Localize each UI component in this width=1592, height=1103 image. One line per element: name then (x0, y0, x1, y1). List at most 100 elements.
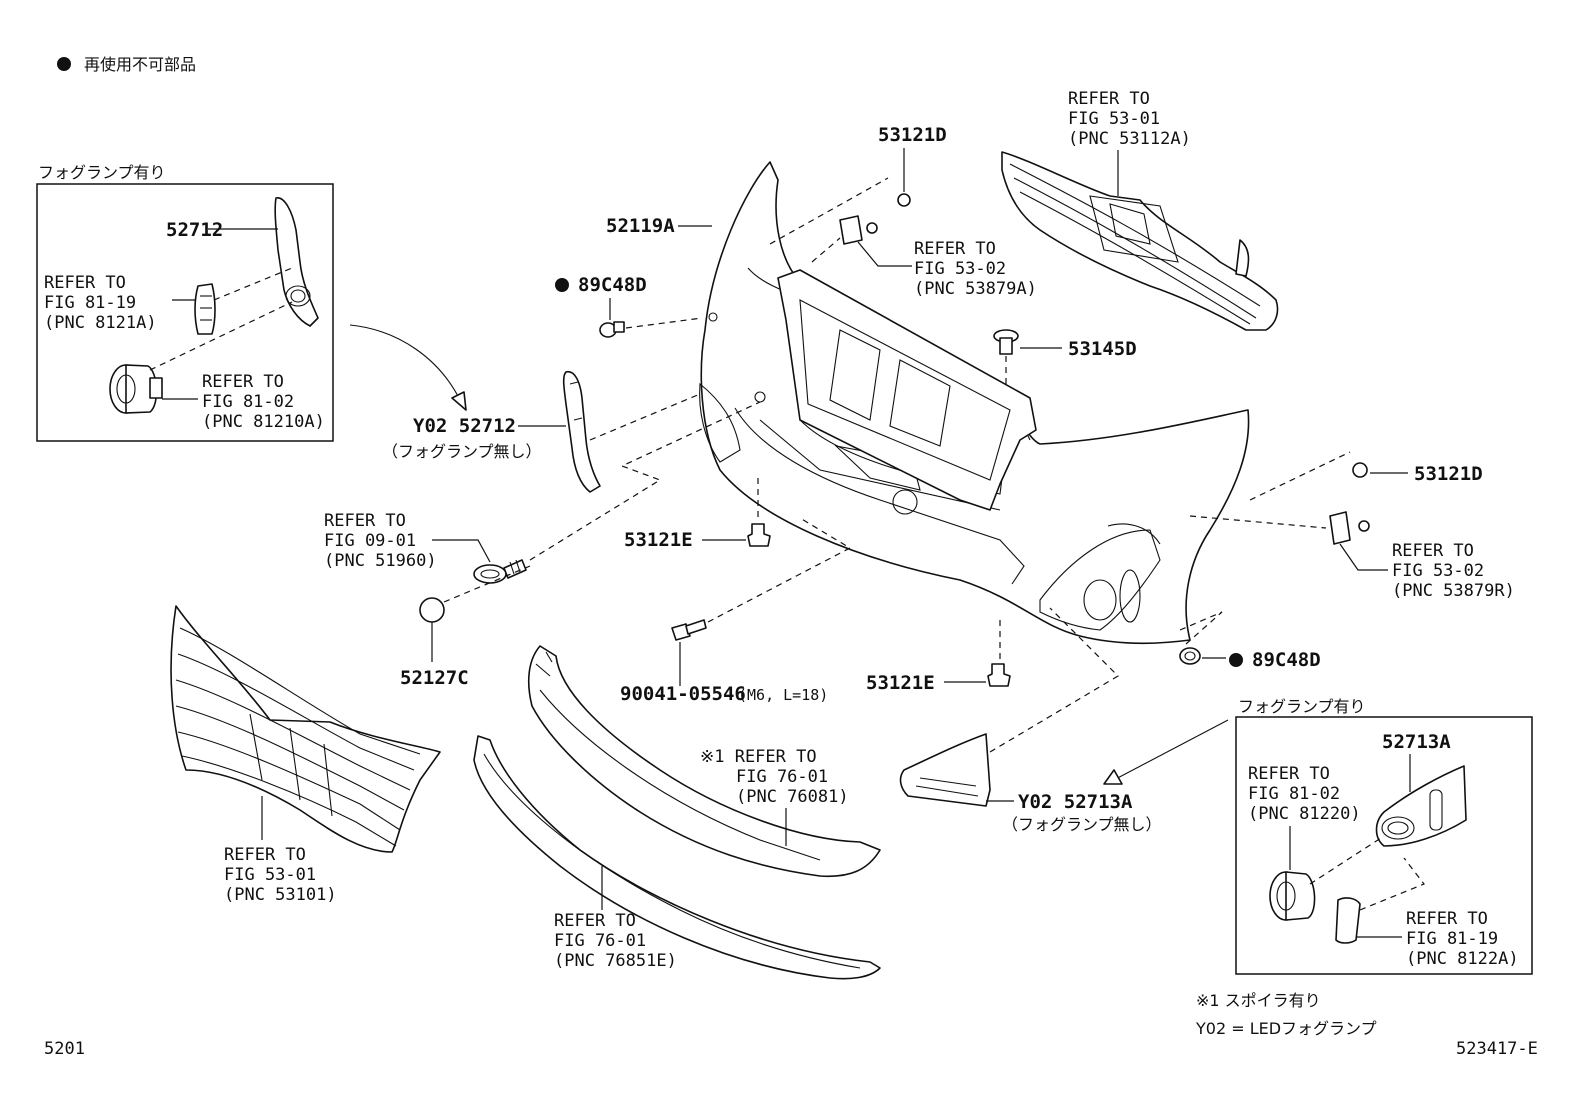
fog-cover-no-fog-left-part (562, 371, 601, 493)
svg-text:(PNC 51960): (PNC 51960) (324, 551, 437, 571)
svg-text:(PNC 53101): (PNC 53101) (224, 885, 337, 905)
bracket-53879r-part (1329, 511, 1370, 545)
svg-text:(PNC 76081): (PNC 76081) (736, 787, 849, 807)
screw-53145d (993, 329, 1019, 355)
svg-text:REFER TO: REFER TO (324, 511, 406, 531)
fog-lamp-left-part (109, 364, 163, 414)
cap-52127c (419, 597, 445, 623)
svg-text:FIG 81-19: FIG 81-19 (44, 293, 136, 313)
svg-text:FIG 09-01: FIG 09-01 (324, 531, 416, 551)
clip-89c48d-top (599, 321, 625, 338)
front-spoiler-part (527, 645, 881, 878)
svg-text:FIG 53-02: FIG 53-02 (914, 259, 1006, 279)
label-53121e-low: 53121E (866, 672, 935, 694)
note-y02: Y02 = LEDフォグランプ (1195, 1019, 1377, 1038)
label-y02-52713a: Y02 52713A (1018, 791, 1133, 813)
svg-text:REFER TO: REFER TO (202, 372, 284, 392)
ref-fig81-19-left: REFER TO FIG 81-19 (PNC 8121A) (44, 273, 157, 333)
ref-fig81-02-left: REFER TO FIG 81-02 (PNC 81210A) (202, 372, 325, 432)
label-bolt-spec: (M6, L=18) (738, 686, 828, 704)
bumper-retainer-part (777, 269, 1037, 511)
fog-cover-left-part (274, 197, 319, 327)
ref-fig76-01-lower: REFER TO FIG 76-01 (PNC 76851E) (554, 911, 677, 971)
label-52119a: 52119A (606, 215, 675, 237)
fog-cover-no-fog-right-part (899, 733, 991, 807)
upper-grille-part (1001, 151, 1279, 331)
bolt-90041-05546 (671, 619, 707, 641)
left-fog-inset-box (36, 183, 334, 442)
clip-53121e-mid (747, 523, 771, 547)
ref-fig81-02-right: REFER TO FIG 81-02 (PNC 81220) (1248, 764, 1361, 824)
svg-text:REFER TO: REFER TO (224, 845, 306, 865)
ref-fig53-02-a: REFER TO FIG 53-02 (PNC 53879A) (914, 239, 1037, 299)
svg-text:FIG 53-02: FIG 53-02 (1392, 561, 1484, 581)
svg-text:(PNC 53879R): (PNC 53879R) (1392, 581, 1515, 601)
svg-text:FIG 76-01: FIG 76-01 (736, 767, 828, 787)
left-box-title: フォグランプ有り (38, 163, 166, 182)
svg-text:FIG 81-02: FIG 81-02 (1248, 784, 1340, 804)
svg-text:REFER TO: REFER TO (1248, 764, 1330, 784)
svg-text:FIG 53-01: FIG 53-01 (224, 865, 316, 885)
svg-text:※1 REFER TO: ※1 REFER TO (700, 747, 817, 767)
svg-text:FIG 81-19: FIG 81-19 (1406, 929, 1498, 949)
led-lamp-left-part (194, 283, 216, 335)
svg-text:(PNC 8121A): (PNC 8121A) (44, 313, 157, 333)
clip-89c48d-right (1179, 647, 1201, 665)
right-fog-inset-box (1235, 716, 1533, 975)
label-52713a: 52713A (1382, 731, 1451, 753)
svg-text:REFER TO: REFER TO (1406, 909, 1488, 929)
label-52712: 52712 (166, 219, 223, 241)
svg-text:REFER TO: REFER TO (1392, 541, 1474, 561)
svg-text:REFER TO: REFER TO (554, 911, 636, 931)
label-53121e-mid: 53121E (624, 529, 693, 551)
clip-53121d-top (897, 193, 911, 207)
bracket-53879a-part (839, 215, 878, 245)
ref-fig09-01: REFER TO FIG 09-01 (PNC 51960) (324, 511, 437, 571)
label-bolt: 90041-05546 (620, 683, 746, 705)
label-53145d: 53145D (1068, 338, 1137, 360)
non-reusable-89c48d-top-icon (555, 278, 569, 292)
note-spoiler: ※1 スポイラ有り (1196, 991, 1321, 1010)
radiator-grille-part (170, 605, 441, 853)
non-reusable-89c48d-right-icon (1229, 653, 1243, 667)
svg-text:FIG 81-02: FIG 81-02 (202, 392, 294, 412)
lower-molding-part (473, 735, 881, 980)
fog-lamp-right-part (1269, 871, 1316, 921)
svg-text:(PNC 81210A): (PNC 81210A) (202, 412, 325, 432)
page-code: 5201 (44, 1039, 85, 1059)
legend-non-reusable-label: 再使用不可部品 (84, 55, 196, 74)
ref-fig53-01-grille: REFER TO FIG 53-01 (PNC 53101) (224, 845, 337, 905)
arrow-right-to-y02 (1109, 719, 1229, 783)
ref-fig76-01-spoiler: ※1 REFER TO FIG 76-01 (PNC 76081) (700, 747, 849, 807)
label-y02-52712: Y02 52712 (413, 415, 516, 437)
label-89c48d-right: 89C48D (1252, 649, 1321, 671)
svg-text:(PNC 81220): (PNC 81220) (1248, 804, 1361, 824)
label-53121d-right: 53121D (1414, 463, 1483, 485)
svg-text:REFER TO: REFER TO (1068, 89, 1150, 109)
label-y02-52713a-note: （フォグランプ無し） (1002, 815, 1162, 834)
svg-text:(PNC 53879A): (PNC 53879A) (914, 279, 1037, 299)
led-lamp-right-part (1335, 897, 1361, 944)
svg-text:(PNC 8122A): (PNC 8122A) (1406, 949, 1519, 969)
non-reusable-bullet-icon (57, 57, 71, 71)
right-box-title: フォグランプ有り (1238, 697, 1366, 716)
clip-53121d-right (1352, 462, 1368, 478)
illustration-id: 523417-E (1456, 1039, 1538, 1059)
label-y02-52712-note: （フォグランプ無し） (382, 442, 542, 461)
ref-fig53-01-top: REFER TO FIG 53-01 (PNC 53112A) (1068, 89, 1191, 149)
label-52127c: 52127C (400, 667, 469, 689)
svg-text:REFER TO: REFER TO (44, 273, 126, 293)
svg-text:FIG 53-01: FIG 53-01 (1068, 109, 1160, 129)
fog-cover-right-part (1375, 765, 1467, 847)
ref-fig53-02-r: REFER TO FIG 53-02 (PNC 53879R) (1392, 541, 1515, 601)
label-89c48d-top: 89C48D (578, 274, 647, 296)
svg-text:REFER TO: REFER TO (914, 239, 996, 259)
svg-text:FIG 76-01: FIG 76-01 (554, 931, 646, 951)
arrow-left-to-y02 (349, 324, 461, 401)
ref-fig81-19-right: REFER TO FIG 81-19 (PNC 8122A) (1406, 909, 1519, 969)
label-53121d-top: 53121D (878, 124, 947, 146)
svg-text:(PNC 53112A): (PNC 53112A) (1068, 129, 1191, 149)
clip-53121e-low (987, 663, 1011, 687)
svg-text:(PNC 76851E): (PNC 76851E) (554, 951, 677, 971)
